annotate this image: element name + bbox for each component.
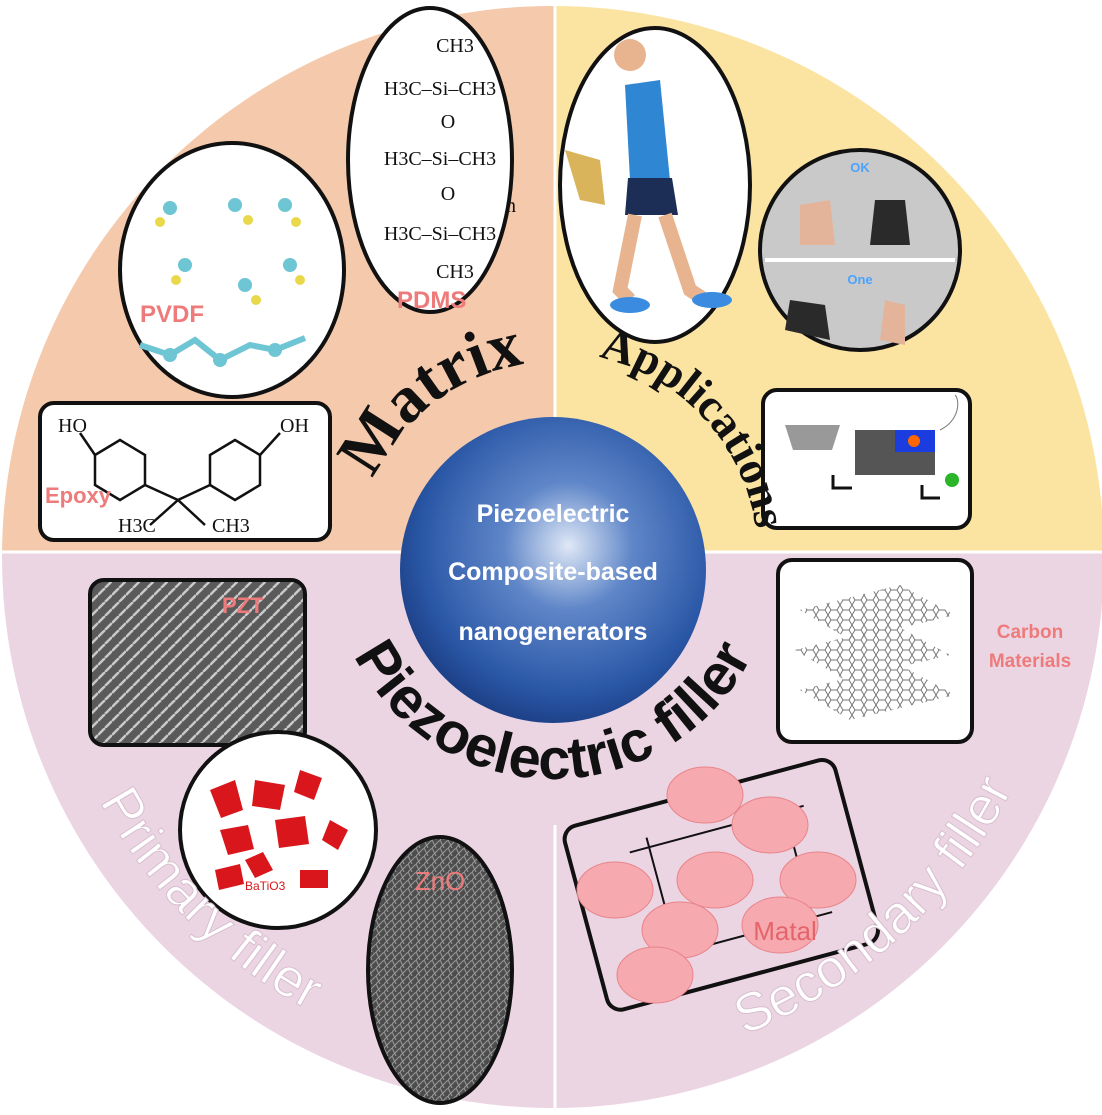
center-title-line3: nanogenerators — [459, 618, 648, 646]
pzt-label: PZT — [222, 593, 264, 618]
metal-image: Matal — [562, 757, 880, 1012]
pdms-label: PDMS — [397, 287, 466, 314]
batio3-label: BaTiO3 — [245, 879, 286, 893]
gesture-ok-label: OK — [850, 160, 870, 175]
metal-label: Matal — [753, 916, 817, 946]
center-title-line2: Composite-based — [448, 558, 658, 586]
carbon-label-line1: Carbon — [997, 622, 1064, 643]
svg-text:O: O — [441, 111, 455, 133]
svg-text:H3C: H3C — [118, 515, 156, 537]
svg-text:H3C–Si–CH3: H3C–Si–CH3 — [384, 223, 496, 245]
epoxy-label: Epoxy — [45, 483, 112, 508]
svg-text:HO: HO — [58, 415, 87, 437]
batio3-image: BaTiO3 — [178, 730, 378, 930]
svg-text:O: O — [441, 183, 455, 205]
zno-label: ZnO — [415, 866, 466, 896]
carbon-materials-image: Carbon Materials — [776, 558, 1071, 744]
svg-text:CH3: CH3 — [436, 261, 474, 283]
svg-text:CH3: CH3 — [212, 515, 250, 537]
pvdf-image: PVDF — [118, 141, 346, 399]
sensor-workflow-image — [761, 388, 972, 530]
svg-text:OH: OH — [280, 415, 309, 437]
pvdf-label: PVDF — [140, 301, 204, 328]
epoxy-image: HO OH H3C CH3 Epoxy — [38, 401, 332, 542]
gesture-one-label: One — [847, 272, 872, 287]
svg-text:n: n — [506, 195, 516, 217]
carbon-label-line2: Materials — [989, 651, 1071, 672]
gesture-recognition-image: OK One — [758, 148, 962, 352]
svg-text:CH3: CH3 — [436, 35, 474, 57]
pzt-image: PZT — [88, 578, 307, 747]
svg-text:H3C–Si–CH3: H3C–Si–CH3 — [384, 148, 496, 170]
center-title-line1: Piezoelectric — [477, 500, 630, 528]
runner-wearable-image — [558, 26, 752, 344]
pdms-image: CH3 H3C–Si–CH3 O H3C–Si–CH3 O H3C–Si–CH3… — [346, 6, 516, 314]
svg-text:H3C–Si–CH3: H3C–Si–CH3 — [384, 78, 496, 100]
center-sphere: Piezoelectric Composite-based nanogenera… — [400, 417, 706, 723]
zno-image: ZnO — [366, 835, 514, 1105]
